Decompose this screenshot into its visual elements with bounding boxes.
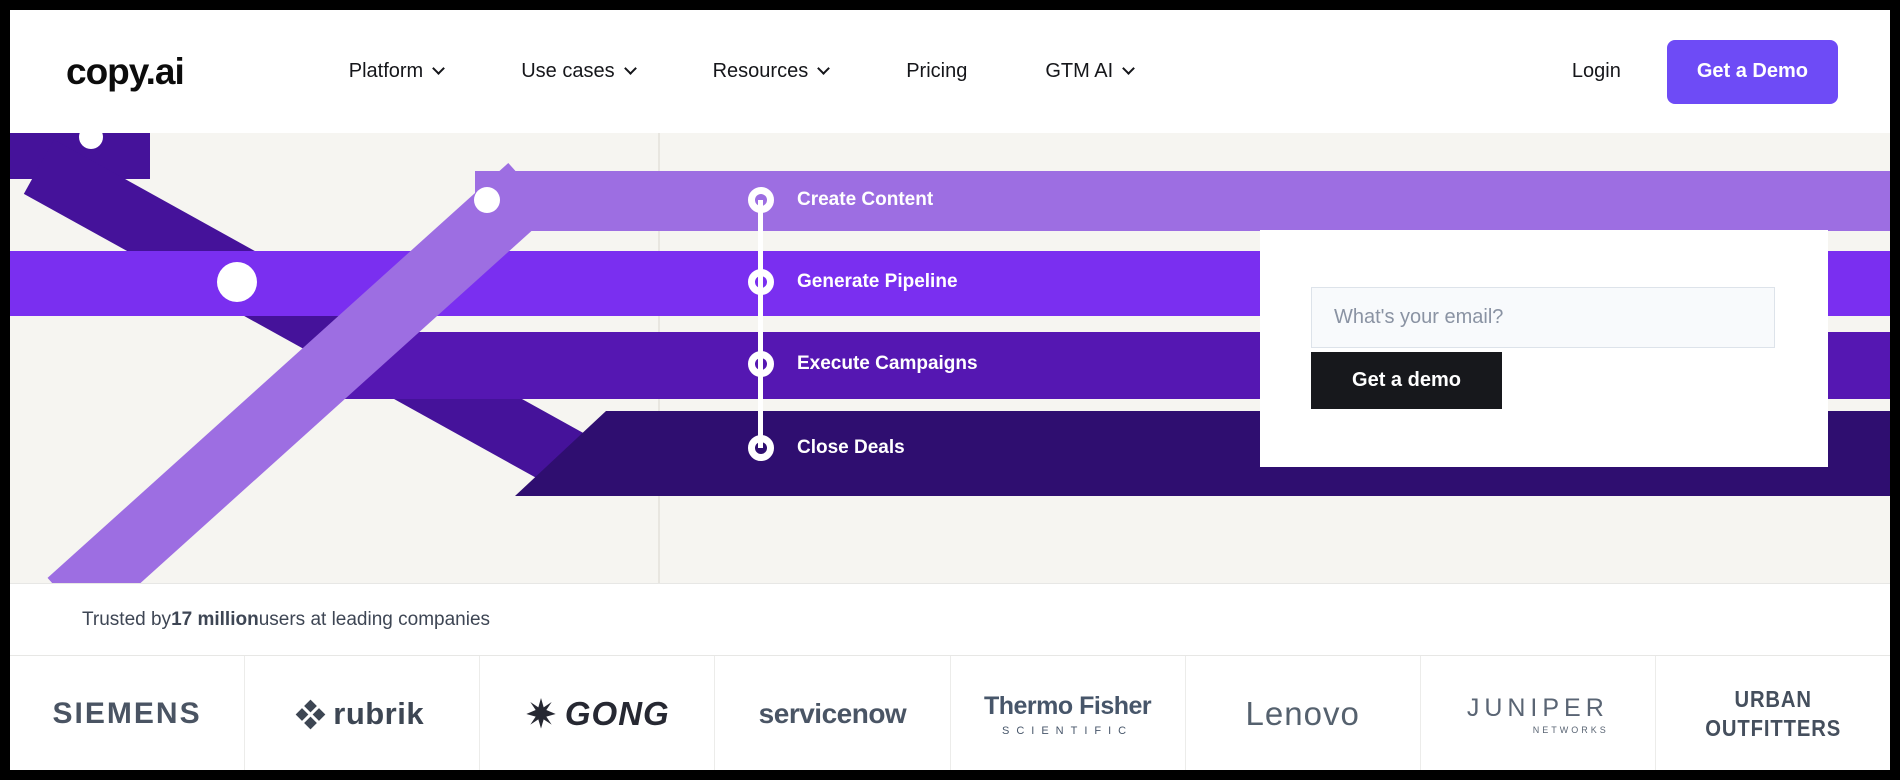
login-link[interactable]: Login (1571, 60, 1621, 82)
chevron-down-icon (1122, 61, 1136, 75)
email-input[interactable] (1311, 287, 1775, 348)
track-dot (474, 187, 500, 213)
track-dot (79, 133, 103, 149)
main-nav: Platform Use cases Resources Pricing GTM… (348, 60, 1136, 83)
gong-star-icon (526, 698, 556, 729)
urban-outfitters-logo-text-line1: URBAN (1734, 686, 1812, 713)
nav-pricing[interactable]: Pricing (906, 60, 967, 83)
chevron-down-icon (623, 61, 637, 75)
thermo-fisher-logo-text: Thermo Fisher (983, 691, 1152, 720)
email-capture-card: Get a demo (1260, 230, 1828, 467)
nav-gtm-ai[interactable]: GTM AI (1045, 60, 1136, 83)
logo-rubrik: rubrik (244, 656, 479, 770)
stop-label-generate-pipeline: Generate Pipeline (797, 271, 958, 292)
hero-band-create-content (475, 171, 1890, 231)
rubrik-diamond-icon (295, 699, 326, 729)
trusted-text-prefix: Trusted by (82, 608, 172, 630)
chevron-down-icon (432, 61, 446, 75)
get-a-demo-submit-button[interactable]: Get a demo (1311, 352, 1502, 409)
subway-stops-line (758, 200, 763, 448)
track-dot (217, 262, 257, 302)
trusted-bar: Trusted by 17 million users at leading c… (10, 583, 1890, 655)
logo-urban-outfitters: URBAN OUTFITTERS (1654, 656, 1890, 770)
siemens-logo-text: SIEMENS (52, 697, 202, 730)
logo-servicenow: servicenow (714, 656, 949, 770)
nav-pricing-label: Pricing (906, 60, 968, 82)
nav-platform-label: Platform (348, 60, 424, 82)
chevron-down-icon (817, 61, 831, 75)
hero-section: Create Content Generate Pipeline Execute… (10, 133, 1890, 583)
stop-circle-close-deals (748, 435, 774, 461)
page: copy.ai Platform Use cases Resources Pri… (10, 10, 1890, 770)
logo-siemens: SIEMENS (10, 656, 244, 770)
rubrik-logo-text: rubrik (333, 696, 425, 731)
trusted-text-highlight: 17 million (171, 608, 259, 630)
logo-gong: GONG (479, 656, 714, 770)
logo-thermo-fisher: Thermo Fisher SCIENTIFIC (949, 656, 1185, 770)
get-a-demo-button[interactable]: Get a Demo (1666, 39, 1838, 104)
juniper-logo-text: Juniper (1466, 693, 1609, 722)
stop-label-close-deals: Close Deals (797, 437, 905, 458)
customer-logos-row: SIEMENS rubrik GONG servicenow Thermo Fi… (10, 655, 1890, 770)
header-actions: Login Get a Demo (1571, 39, 1838, 104)
stop-label-execute-campaigns: Execute Campaigns (797, 353, 978, 374)
servicenow-logo-text: servicenow (758, 698, 907, 729)
stop-label-create-content: Create Content (797, 189, 934, 210)
thermo-fisher-logo-subtext: SCIENTIFIC (1002, 724, 1134, 737)
trusted-text-suffix: users at leading companies (258, 608, 491, 630)
nav-use-cases[interactable]: Use cases (521, 60, 637, 83)
logo-juniper: Juniper NETWORKS (1419, 656, 1655, 770)
header: copy.ai Platform Use cases Resources Pri… (10, 10, 1890, 133)
stop-circle-generate-pipeline (748, 269, 774, 295)
urban-outfitters-logo-text-line2: OUTFITTERS (1704, 715, 1841, 741)
lenovo-logo-text: Lenovo (1245, 695, 1360, 732)
nav-platform[interactable]: Platform (348, 60, 446, 83)
nav-gtm-ai-label: GTM AI (1045, 60, 1114, 82)
copyai-logo[interactable]: copy.ai (66, 50, 185, 92)
stop-circle-create-content (748, 187, 774, 213)
gong-logo-text: GONG (564, 695, 670, 732)
logo-lenovo: Lenovo (1184, 656, 1420, 770)
nav-resources-label: Resources (712, 60, 809, 82)
nav-use-cases-label: Use cases (521, 60, 615, 82)
stop-circle-execute-campaigns (748, 351, 774, 377)
nav-resources[interactable]: Resources (712, 60, 831, 83)
juniper-logo-subtext: NETWORKS (1532, 724, 1609, 735)
